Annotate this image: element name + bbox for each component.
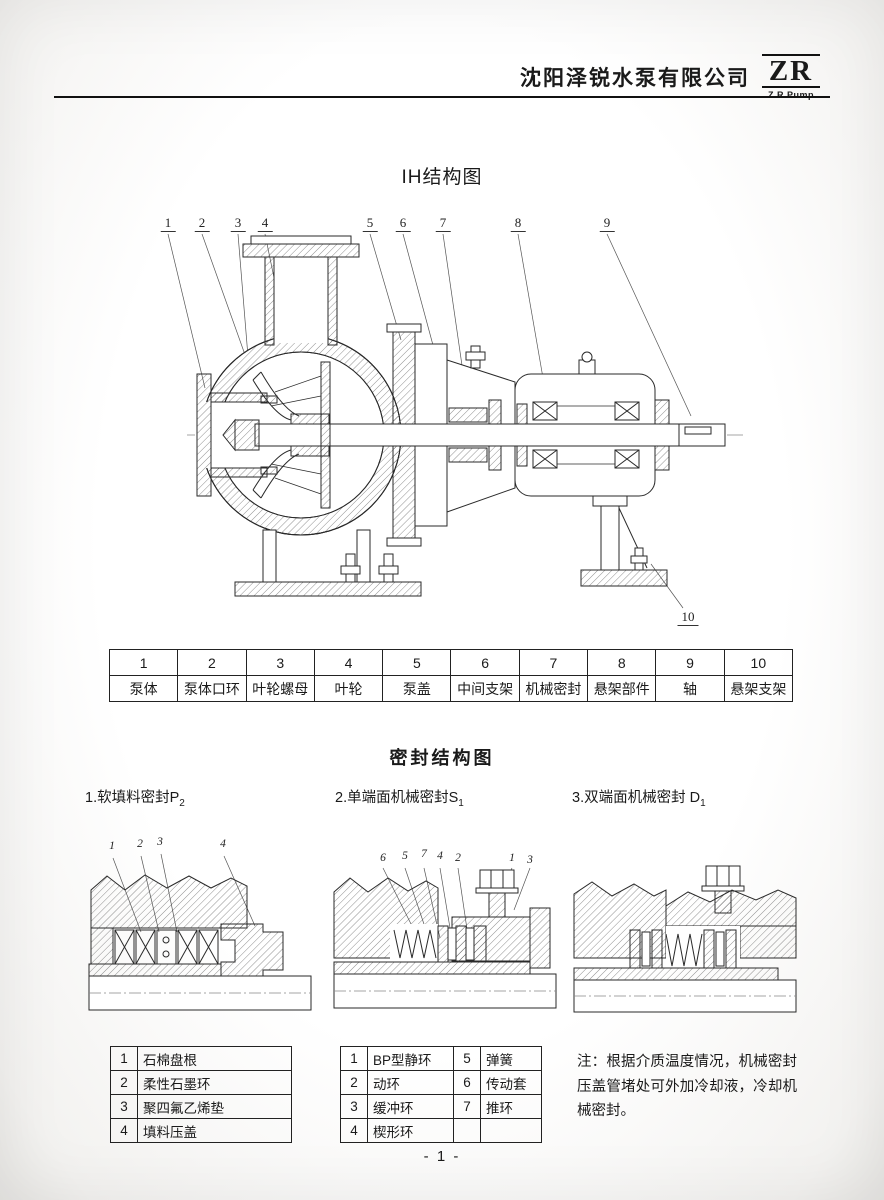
page-number: - 1 -	[423, 1148, 461, 1165]
logo-text: ZR	[762, 54, 820, 89]
callout-8: 8	[510, 215, 526, 233]
mech-callout-5: 5	[402, 850, 408, 862]
company-logo: ZR Z.R.Pump	[762, 54, 820, 100]
packing-seal-drawing: 1 2 3 4	[85, 828, 315, 1043]
pump-cross-section-drawing: 1 2 3 4 5 6 7 8 9 10	[95, 210, 795, 648]
packing-callout-1: 1	[109, 840, 115, 852]
seal-label-packing: 1.软填料密封P2	[85, 790, 185, 809]
single-mech-seal-drawing: 6 5 7 4 2 1 3	[330, 828, 560, 1043]
mech-callout-2: 2	[455, 852, 461, 864]
parts-table-numbers-row: 1 2 3 4 5 6 7 8 9 10	[108, 649, 794, 676]
mech-callout-3: 3	[527, 854, 533, 866]
callout-2: 2	[194, 215, 210, 233]
packing-callout-4: 4	[220, 838, 226, 850]
parts-table: 1 2 3 4 5 6 7 8 9 10 泵体 泵体口环 叶轮螺母 叶轮 泵盖 …	[108, 649, 794, 702]
callout-6: 6	[395, 215, 411, 233]
packing-seal-svg	[88, 853, 312, 1011]
callout-1: 1	[160, 215, 176, 233]
seal-structure-title: 密封结构图	[389, 748, 495, 768]
callout-3: 3	[230, 215, 246, 233]
header-divider	[54, 96, 830, 98]
single-mech-seal-svg	[333, 867, 557, 1009]
pump-cross-section-svg	[167, 233, 747, 609]
seal-label-double-mech: 3.双端面机械密封 D1	[572, 790, 706, 809]
mech-callout-1: 1	[509, 852, 515, 864]
mech-callout-6: 6	[380, 852, 386, 864]
callout-10: 10	[677, 609, 699, 627]
company-name: 沈阳泽锐水泵有限公司	[520, 67, 750, 90]
callout-4: 4	[257, 215, 273, 233]
packing-callout-3: 3	[157, 836, 163, 848]
mech-callout-7: 7	[421, 848, 427, 860]
parts-table-names-row: 泵体 泵体口环 叶轮螺母 叶轮 泵盖 中间支架 机械密封 悬架部件 轴 悬架支架	[108, 675, 794, 702]
callout-5: 5	[362, 215, 378, 233]
mech-callout-4: 4	[437, 850, 443, 862]
packing-callout-2: 2	[137, 838, 143, 850]
double-mech-seal-drawing	[570, 836, 800, 1051]
note-text: 注：根据介质温度情况，机械密封压盖管堵处可外加冷却液，冷却机械密封。	[577, 1054, 797, 1120]
callout-9: 9	[599, 215, 615, 233]
ih-structure-title: IH结构图	[401, 167, 483, 188]
seal-label-single-mech: 2.单端面机械密封S1	[335, 790, 464, 809]
double-mech-seal-svg	[573, 865, 797, 1013]
logo-subtext: Z.R.Pump	[762, 90, 820, 100]
callout-7: 7	[435, 215, 451, 233]
